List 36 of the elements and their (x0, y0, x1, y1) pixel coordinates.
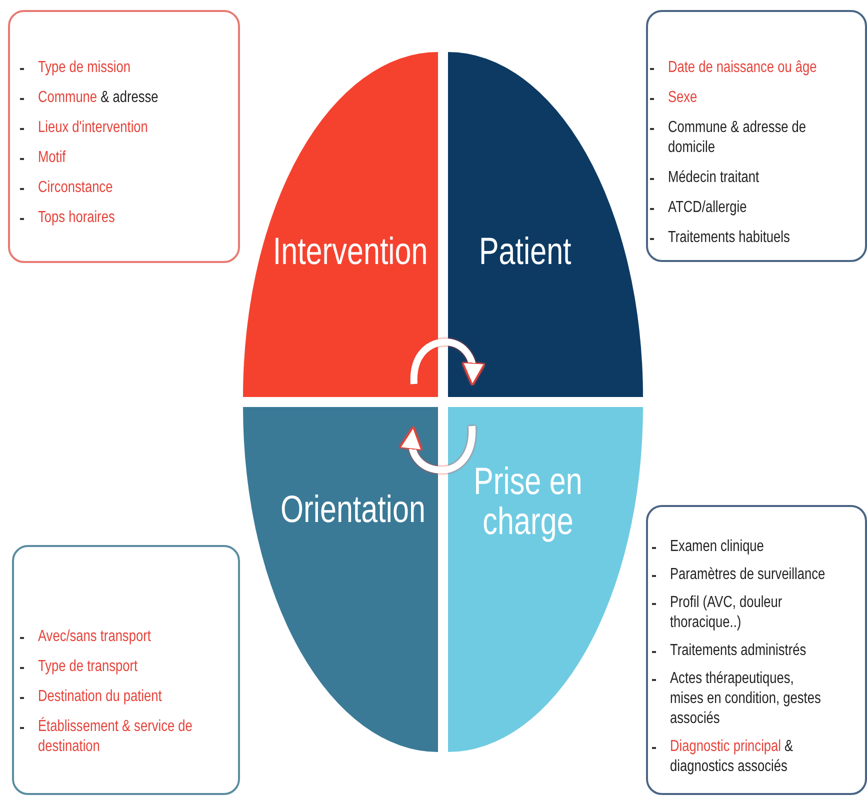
list-item: Établissement & service de destination (38, 717, 194, 757)
list-item: Examen clinique (670, 537, 764, 557)
quadrant-segment (448, 407, 643, 752)
segment-title: Prise en charge (472, 462, 584, 542)
list-item: Type de transport (38, 657, 138, 677)
list-item: Diagnostic principal & diagnostics associés (670, 737, 794, 777)
list-item: Date de naissance ou âge (668, 58, 817, 78)
info-card (646, 10, 867, 262)
segment-title: Orientation (280, 490, 426, 530)
list-item: Avec/sans transport (38, 627, 151, 647)
list-item: Tops horaires (38, 208, 115, 228)
list-item: Traitements administrés (670, 641, 806, 661)
list-item: Commune & adresse (38, 88, 158, 108)
list-item: ATCD/allergie (668, 198, 747, 218)
list-item: Destination du patient (38, 687, 162, 707)
list-item: Lieux d'intervention (38, 118, 148, 138)
list-item: Profil (AVC, douleur thoracique..) (670, 593, 784, 633)
segment-title: Patient (479, 232, 572, 272)
cycle-arrow (399, 426, 476, 474)
list-item: Médecin traitant (668, 168, 760, 188)
quadrant-segment (243, 52, 438, 397)
quadrant-segment (243, 407, 438, 752)
quadrant-segment (448, 52, 643, 397)
cycle-arrow (410, 338, 486, 386)
list-item: Commune & adresse de domicile (668, 118, 808, 158)
list-item: Paramètres de surveillance (670, 565, 826, 585)
list-item: Type de mission (38, 58, 130, 78)
list-item: Circonstance (38, 178, 113, 198)
info-card (646, 505, 867, 795)
list-item: Actes thérapeutiques, mises en condition, gestes associés (670, 669, 822, 729)
info-card (12, 545, 240, 795)
list-item: Sexe (668, 88, 698, 108)
list-item: Motif (38, 148, 66, 168)
segment-title: Intervention (272, 232, 428, 272)
list-item: Traitements habituels (668, 228, 790, 248)
info-card (8, 10, 240, 263)
